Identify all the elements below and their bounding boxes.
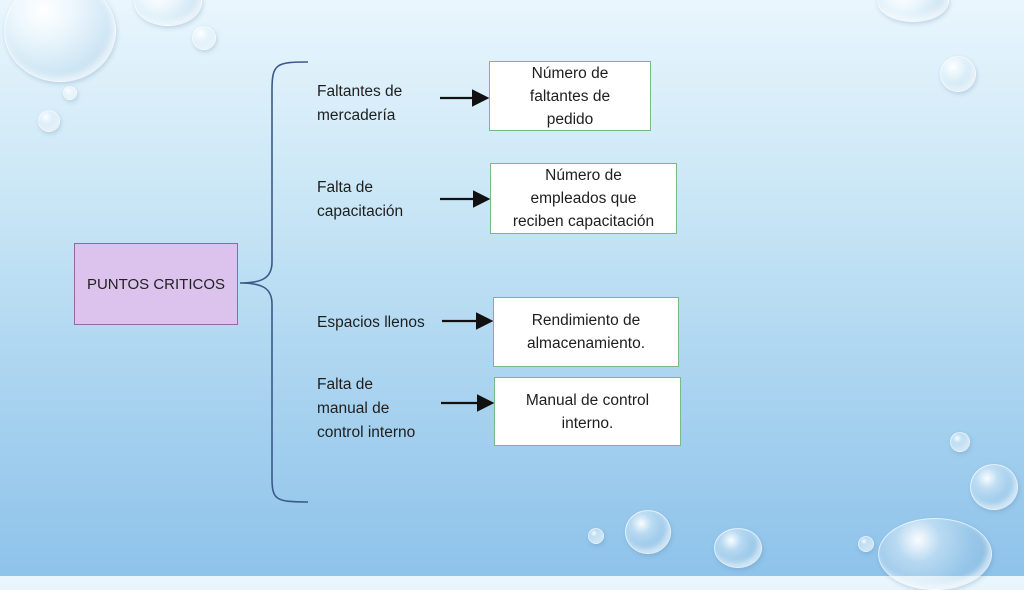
root-node: PUNTOS CRITICOS	[74, 243, 238, 325]
water-drop-icon	[588, 528, 604, 544]
water-drop-icon	[38, 110, 60, 132]
indicator-text-3: Rendimiento de almacenamiento.	[526, 312, 646, 352]
water-drop-icon	[63, 86, 77, 100]
water-drop-icon	[858, 536, 874, 552]
water-drop-icon	[970, 464, 1018, 510]
water-drop-icon	[4, 0, 116, 82]
water-drop-icon	[950, 432, 970, 452]
root-label: PUNTOS CRITICOS	[86, 275, 226, 293]
indicator-box-3: Rendimiento de almacenamiento.	[493, 297, 679, 367]
water-drop-icon	[192, 26, 216, 50]
indicator-box-2: Número de empleados que reciben capacita…	[490, 163, 677, 234]
indicator-text-4: Manual de control interno.	[525, 391, 650, 432]
connector-lines	[239, 61, 495, 503]
indicator-box-4: Manual de control interno.	[494, 377, 681, 446]
indicator-text-2: Número de empleados que reciben capacita…	[512, 167, 655, 230]
water-drop-icon	[625, 510, 671, 554]
cause-label-1: Faltantes de mercadería	[317, 83, 403, 124]
water-drop-icon	[940, 56, 976, 92]
indicator-box-1: Número de faltantes de pedido	[489, 61, 651, 131]
cause-label-3: Espacios llenos	[317, 314, 425, 331]
cause-label-2: Falta de capacitación	[317, 179, 404, 220]
slide: PUNTOS CRITICOS Faltantes de mercadería …	[4, 0, 1018, 590]
bracket-connector	[239, 61, 309, 503]
indicator-text-1: Número de faltantes de pedido	[529, 64, 611, 128]
water-drop-icon	[714, 528, 762, 568]
cause-label-4: Falta de manual de control interno	[317, 376, 416, 441]
